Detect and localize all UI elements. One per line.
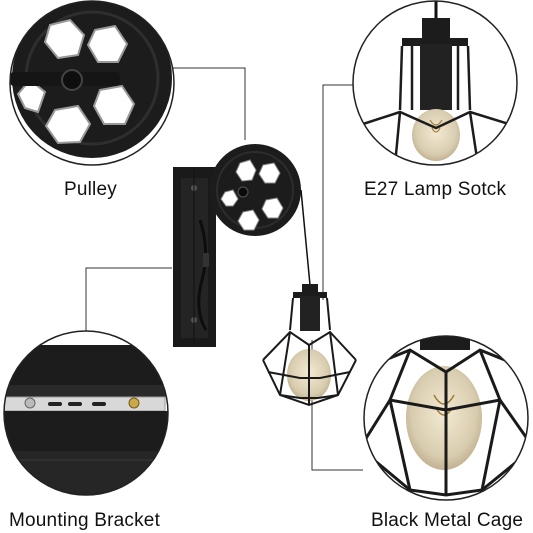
pulley-leader-line [170,67,246,140]
socket-label: E27 Lamp Sotck [364,179,507,200]
cage-wires [364,348,528,497]
central-cage [262,297,357,407]
socket-zoom-circle [353,1,517,165]
bracket-screw-right [128,397,140,409]
bracket-zoom-circle [4,331,168,495]
bracket-screw-left [24,397,36,409]
pulley-zoom-circle [10,1,174,165]
cage-bulb [406,366,482,470]
socket-bulb [412,109,460,161]
hanging-cord [300,189,311,286]
pulley-label: Pulley [64,179,117,200]
central-lamp [173,144,357,407]
bracket-label: Mounting Bracket [9,510,161,531]
cage-label: Black Metal Cage [371,510,524,531]
bracket-leader-line [85,267,172,331]
cage-zoom-circle [364,336,528,500]
pulley-hexagon-holes [16,18,136,145]
central-pulley-holes [220,159,284,231]
pulley-axle [61,69,83,91]
socket-leader-line [322,84,355,300]
